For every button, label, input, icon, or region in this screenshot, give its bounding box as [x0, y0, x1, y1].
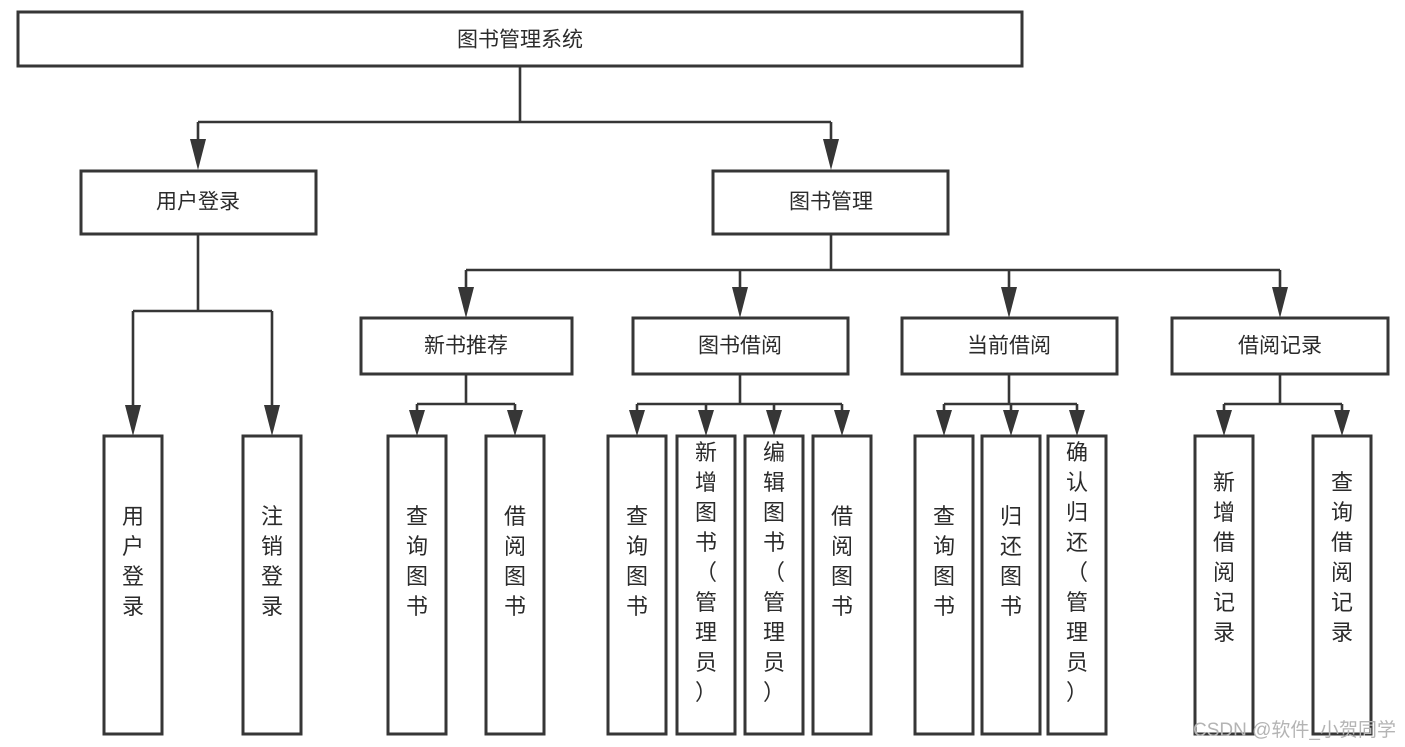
arrow-head-br-leaf-1 [1216, 410, 1232, 436]
node-book-management[interactable]: 图书管理 [711, 169, 950, 236]
leaf-node-bb-borrow-book-label: 借阅图书 [831, 504, 853, 619]
leaf-node-br-query-record[interactable]: 查询借阅记录 [1311, 434, 1373, 736]
leaf-node-logout-label: 注销登录 [261, 504, 283, 619]
leaf-node-cb-return-book-label: 归还图书 [1000, 504, 1022, 619]
node-user-login-label: 用户登录 [156, 191, 240, 214]
node-new-book-recommend[interactable]: 新书推荐 [359, 316, 574, 376]
watermark-label: CSDN @软件_小贺同学 [1193, 719, 1396, 741]
arrow-head-book-manage [823, 139, 839, 170]
node-book-borrow-box[interactable] [631, 316, 850, 376]
node-user-login-box[interactable] [79, 169, 318, 236]
leaf-node-nbr-query-book[interactable]: 查询图书 [386, 434, 448, 736]
arrow-head-cb-leaf-3 [1069, 410, 1085, 436]
leaf-node-nbr-query-book-box[interactable] [386, 434, 448, 736]
leaf-node-logout[interactable]: 注销登录 [241, 434, 303, 736]
arrow-head-bb-leaf-3 [766, 410, 782, 436]
node-root-label: 图书管理系统 [457, 29, 583, 52]
arrow-head-new-book-recommend [458, 287, 474, 318]
leaf-node-cb-query-book-box[interactable] [913, 434, 975, 736]
arrow-head-leaf-user-login [125, 405, 141, 436]
arrow-head-current-borrow [1001, 287, 1017, 318]
leaf-node-bb-add-book-admin[interactable]: 新增图书（管理员） [675, 434, 737, 736]
leaf-node-cb-query-book[interactable]: 查询图书 [913, 434, 975, 736]
arrow-head-cb-leaf-1 [936, 410, 952, 436]
leaf-node-bb-edit-book-admin-label: 编辑图书（管理员） [763, 440, 785, 705]
arrow-head-nbr-leaf-1 [409, 410, 425, 436]
leaf-node-user-login[interactable]: 用户登录 [102, 434, 164, 736]
leaf-node-bb-borrow-book-box[interactable] [811, 434, 873, 736]
leaf-node-br-add-record-box[interactable] [1193, 434, 1255, 736]
leaf-node-nbr-query-book-label: 查询图书 [406, 504, 428, 619]
node-root-box[interactable] [16, 10, 1024, 68]
leaf-node-bb-query-book-label: 查询图书 [626, 504, 648, 619]
node-book-borrow[interactable]: 图书借阅 [631, 316, 850, 376]
leaf-node-nbr-borrow-book-label: 借阅图书 [504, 504, 526, 619]
leaf-node-cb-confirm-return-admin[interactable]: 确认归还（管理员） [1046, 434, 1108, 736]
leaf-node-nbr-borrow-book[interactable]: 借阅图书 [484, 434, 546, 736]
arrow-head-borrow-record [1272, 287, 1288, 318]
leaf-node-br-query-record-label: 查询借阅记录 [1331, 470, 1353, 645]
arrow-head-bb-leaf-4 [834, 410, 850, 436]
leaf-node-logout-box[interactable] [241, 434, 303, 736]
leaf-node-cb-confirm-return-admin-label: 确认归还（管理员） [1066, 440, 1088, 705]
leaf-node-bb-borrow-book[interactable]: 借阅图书 [811, 434, 873, 736]
arrow-head-bb-leaf-2 [698, 410, 714, 436]
connector-layer [125, 66, 1350, 436]
leaf-node-cb-query-book-label: 查询图书 [933, 504, 955, 619]
node-current-borrow[interactable]: 当前借阅 [900, 316, 1119, 376]
node-book-management-box[interactable] [711, 169, 950, 236]
leaf-node-bb-add-book-admin-box[interactable] [675, 434, 737, 736]
leaf-node-cb-confirm-return-admin-box[interactable] [1046, 434, 1108, 736]
leaf-node-br-add-record-label: 新增借阅记录 [1213, 470, 1235, 645]
node-current-borrow-box[interactable] [900, 316, 1119, 376]
leaf-node-bb-query-book[interactable]: 查询图书 [606, 434, 668, 736]
leaf-node-user-login-label: 用户登录 [122, 504, 144, 619]
leaf-node-bb-edit-book-admin-box[interactable] [743, 434, 805, 736]
arrow-head-nbr-leaf-2 [507, 410, 523, 436]
leaf-node-cb-return-book-box[interactable] [980, 434, 1042, 736]
node-book-borrow-label: 图书借阅 [698, 335, 782, 358]
node-borrow-record[interactable]: 借阅记录 [1170, 316, 1390, 376]
node-borrow-record-box[interactable] [1170, 316, 1390, 376]
leaf-node-bb-edit-book-admin[interactable]: 编辑图书（管理员） [743, 434, 805, 736]
arrow-head-br-leaf-2 [1334, 410, 1350, 436]
node-new-book-recommend-label: 新书推荐 [424, 335, 508, 358]
arrow-head-user-login [190, 139, 206, 170]
node-borrow-record-label: 借阅记录 [1238, 335, 1322, 358]
node-new-book-recommend-box[interactable] [359, 316, 574, 376]
leaf-node-br-query-record-box[interactable] [1311, 434, 1373, 736]
node-book-management-label: 图书管理 [789, 191, 873, 214]
arrow-head-cb-leaf-2 [1003, 410, 1019, 436]
leaf-node-user-login-box[interactable] [102, 434, 164, 736]
leaf-node-cb-return-book[interactable]: 归还图书 [980, 434, 1042, 736]
leaf-node-bb-add-book-admin-label: 新增图书（管理员） [695, 440, 717, 705]
leaf-node-nbr-borrow-book-box[interactable] [484, 434, 546, 736]
node-current-borrow-label: 当前借阅 [967, 335, 1051, 358]
arrow-head-leaf-logout [264, 405, 280, 436]
node-root-book-management-system[interactable]: 图书管理系统 [16, 10, 1024, 68]
leaf-node-br-add-record[interactable]: 新增借阅记录 [1193, 434, 1255, 736]
arrow-head-bb-leaf-1 [629, 410, 645, 436]
node-user-login[interactable]: 用户登录 [79, 169, 318, 236]
leaf-node-bb-query-book-box[interactable] [606, 434, 668, 736]
arrow-head-book-borrow [732, 287, 748, 318]
